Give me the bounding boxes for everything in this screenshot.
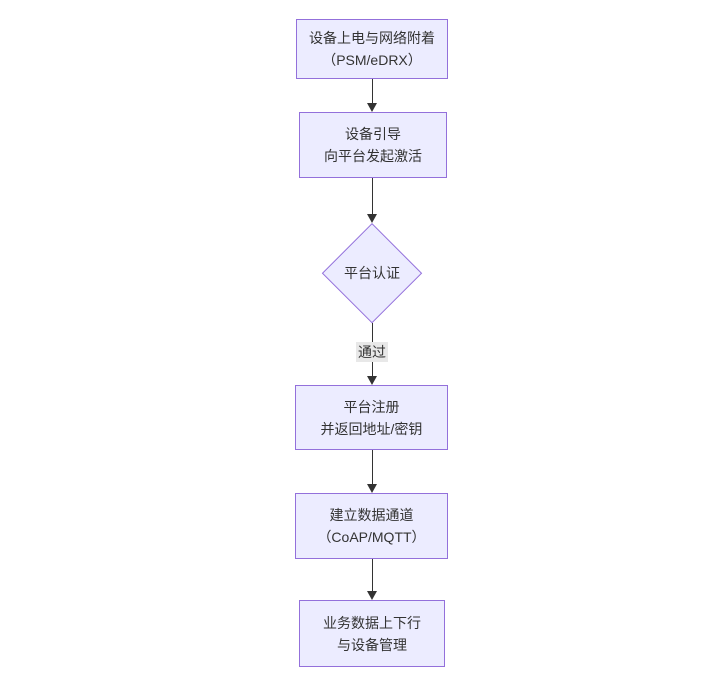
arrowhead-icon	[367, 591, 377, 600]
edge-label-pass: 通过	[356, 342, 388, 362]
node-power-attach: 设备上电与网络附着 （PSM/eDRX）	[296, 19, 448, 79]
node-business-data: 业务数据上下行 与设备管理	[299, 600, 445, 667]
edge-line-power-to-bootstrap	[371, 79, 373, 104]
node-text-line: （PSM/eDRX）	[322, 52, 422, 68]
node-data-channel: 建立数据通道 （CoAP/MQTT）	[295, 493, 448, 559]
arrowhead-icon	[367, 214, 377, 223]
edge-line-register-to-channel	[371, 450, 373, 485]
node-text-line: （CoAP/MQTT）	[317, 529, 426, 545]
node-text-line: 设备引导	[345, 126, 401, 142]
node-register: 平台注册 并返回地址/密钥	[295, 385, 448, 450]
node-bootstrap: 设备引导 向平台发起激活	[299, 112, 447, 178]
node-text-line: 平台注册	[343, 398, 400, 415]
arrowhead-icon	[367, 484, 377, 493]
edge-line-channel-to-business	[371, 559, 373, 592]
arrowhead-icon	[367, 103, 377, 112]
arrowhead-icon	[367, 376, 377, 385]
node-text-line: 并返回地址/密钥	[320, 420, 423, 437]
node-text-line: 业务数据上下行	[323, 614, 421, 631]
node-text-line: 平台认证	[344, 265, 400, 281]
node-text-line: 建立数据通道	[329, 507, 414, 523]
node-text-line: 与设备管理	[337, 636, 407, 653]
node-text-line: 向平台发起激活	[324, 148, 422, 164]
node-text-line: 设备上电与网络附着	[309, 30, 435, 46]
node-platform-auth: 平台认证	[322, 223, 422, 323]
edge-line-bootstrap-to-auth	[371, 178, 373, 215]
